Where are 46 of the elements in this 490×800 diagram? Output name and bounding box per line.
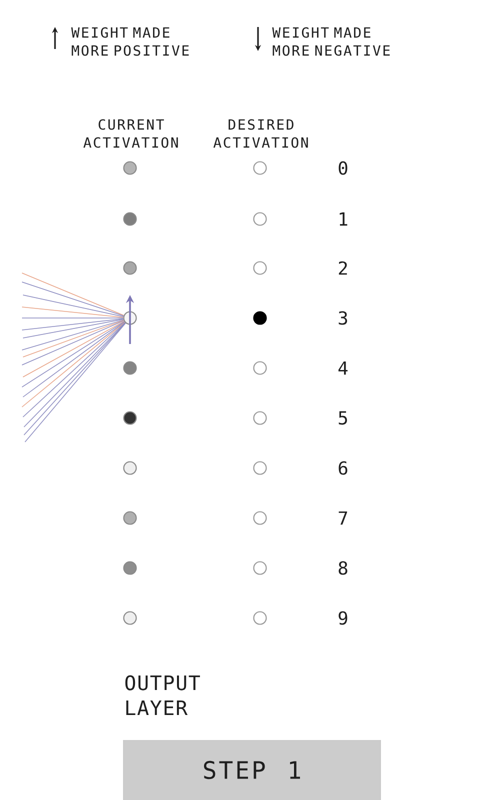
neuron-circle (253, 311, 267, 325)
neuron-circle (123, 561, 137, 575)
neuron-circle (123, 611, 137, 625)
step-box: STEP 1 (123, 740, 381, 800)
neuron-circle (123, 212, 137, 226)
connection-line (22, 320, 124, 378)
row-number: 3 (338, 311, 348, 325)
neuron-circle (253, 411, 267, 425)
neuron-circle (123, 261, 137, 275)
row-number: 2 (338, 261, 347, 275)
neuron-circle (123, 311, 137, 325)
connection-line (22, 318, 124, 338)
connection-line (22, 318, 124, 330)
row-number: 7 (338, 511, 348, 525)
layer-label: OUTPUT LAYER (125, 675, 200, 716)
connection-line (22, 282, 124, 316)
row-number: 6 (338, 461, 348, 475)
neuron-circle (253, 161, 267, 175)
legend-text: WEIGHT MADE MORE NEGATIVE (272, 27, 390, 56)
column-header: DESIRED ACTIVATION (213, 119, 308, 148)
neuron-circle (253, 361, 267, 375)
neuron-circle (253, 261, 267, 275)
connection-line (22, 320, 124, 358)
neuron-circle (123, 461, 137, 475)
connection-line (22, 294, 124, 317)
column-header: CURRENT ACTIVATION (83, 119, 178, 148)
connection-line (22, 320, 124, 366)
neuron-circle (253, 212, 267, 226)
neuron-circle (123, 161, 137, 175)
neuron-circle (123, 511, 137, 525)
neuron-circle (253, 511, 267, 525)
neuron-circle (123, 361, 137, 375)
row-number: 0 (338, 161, 348, 175)
neuron-circle (253, 561, 267, 575)
row-number: 8 (338, 561, 348, 575)
row-number: 1 (340, 212, 348, 226)
legend-text: WEIGHT MADE MORE POSITIVE (71, 27, 189, 56)
neuron-circle (253, 461, 267, 475)
connection-line (22, 272, 124, 316)
connection-line (22, 320, 124, 350)
row-number: 9 (338, 611, 348, 625)
connection-line (22, 306, 124, 318)
row-number: 5 (338, 411, 347, 425)
row-number: 4 (338, 361, 348, 375)
neuron-circle (253, 611, 267, 625)
neuron-circle (123, 411, 137, 425)
